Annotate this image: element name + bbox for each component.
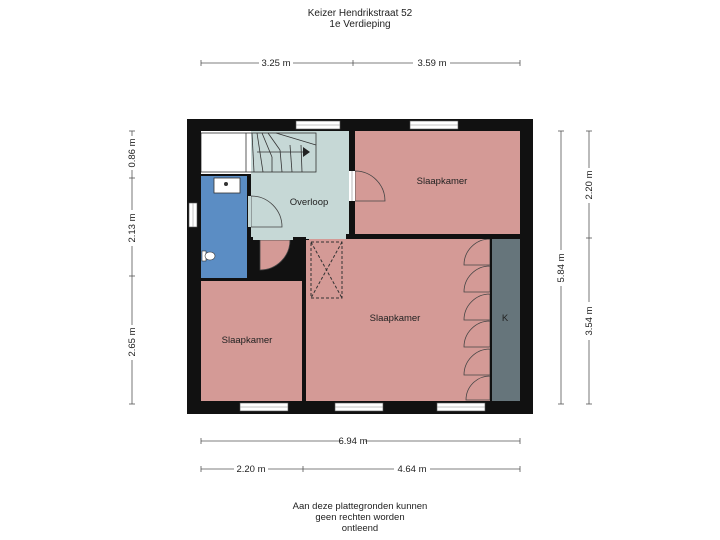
bedroom-top-right — [355, 131, 520, 234]
door-swings — [250, 170, 491, 401]
attic-hatch-icon — [310, 241, 343, 299]
dimension-labels: 3.25 m 3.59 m 6.94 m 2.20 m 4.64 m 0.86 … — [127, 58, 595, 475]
label-bedroom-left: Slaapkamer — [222, 335, 273, 346]
label-bedroom-main: Slaapkamer — [370, 313, 421, 324]
bedroom-main — [306, 239, 490, 401]
label-landing: Overloop — [290, 197, 329, 208]
dim-bottom-left: 2.20 m — [236, 464, 265, 475]
closet-room — [492, 239, 520, 401]
dim-left-bottom: 2.65 m — [127, 327, 138, 356]
disclaimer-line-3: ontleend — [341, 523, 379, 534]
dim-left-top: 0.86 m — [127, 138, 138, 167]
disclaimer-line-2: geen rechten worden — [315, 512, 405, 523]
bedroom-left — [201, 281, 302, 401]
address-title: Keizer Hendrikstraat 52 — [307, 8, 413, 19]
disclaimer-line-1: Aan deze plattegronden kunnen — [292, 501, 428, 512]
label-closet: K — [502, 313, 509, 324]
stair-arrow-icon — [303, 147, 310, 157]
floor-subtitle: 1e Verdieping — [329, 19, 391, 30]
dim-bottom-right: 4.64 m — [397, 464, 426, 475]
dimension-lines — [129, 60, 592, 472]
dim-bottom-total: 6.94 m — [338, 436, 367, 447]
dim-left-mid: 2.13 m — [127, 213, 138, 242]
dim-top-left: 3.25 m — [261, 58, 290, 69]
dim-right-bottom: 3.54 m — [584, 306, 595, 335]
label-bedroom-top-right: Slaapkamer — [417, 176, 468, 187]
toilet-icon — [201, 250, 216, 262]
room-labels: Slaapkamer Overloop Slaapkamer Slaapkame… — [222, 176, 509, 346]
dim-top-right: 3.59 m — [417, 58, 446, 69]
dim-right-top: 2.20 m — [584, 170, 595, 199]
dim-right-total: 5.84 m — [556, 253, 567, 282]
